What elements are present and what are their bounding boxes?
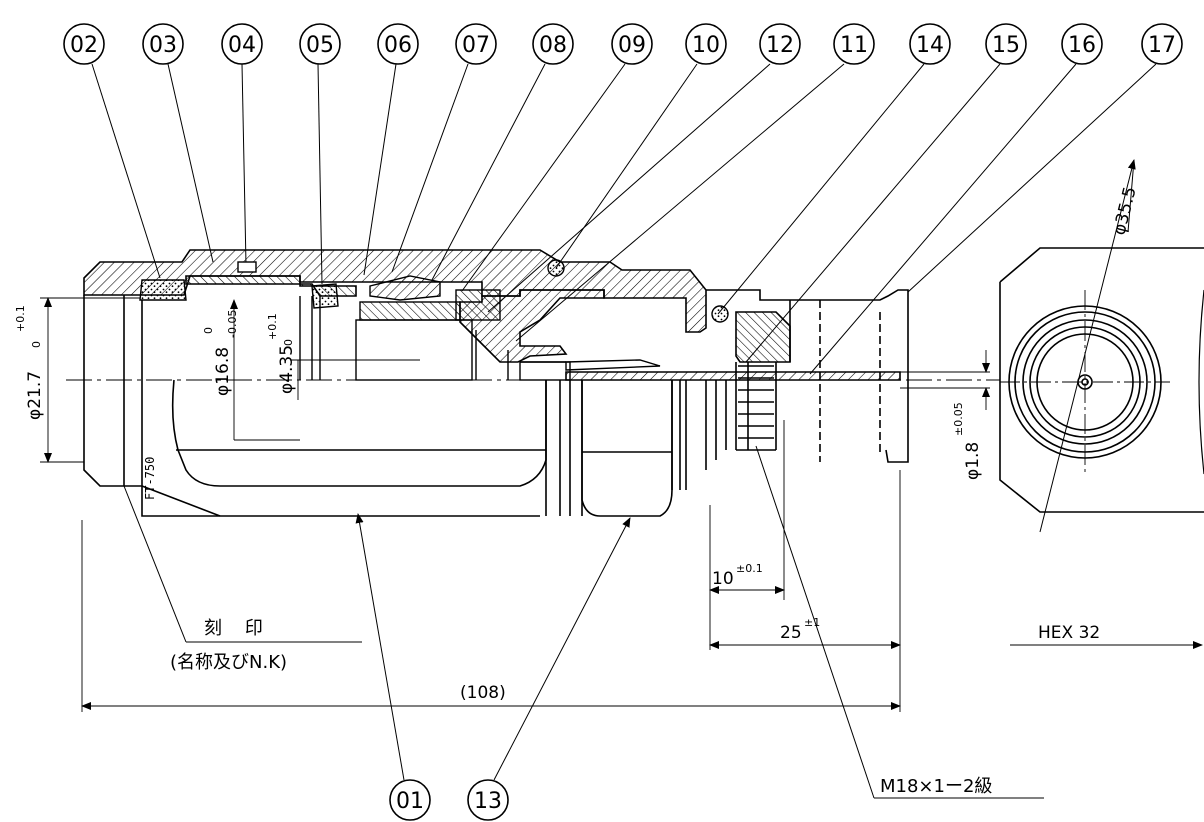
balloon-07-label: 07 bbox=[462, 33, 490, 58]
leader-lines-bottom bbox=[355, 513, 631, 781]
balloon-15 bbox=[985, 23, 1027, 65]
o-ring-14 bbox=[711, 305, 729, 323]
balloon-06-label: 06 bbox=[384, 33, 412, 58]
stamp-label: 刻 印 bbox=[204, 618, 263, 639]
balloon-08 bbox=[532, 23, 574, 65]
balloon-01 bbox=[389, 779, 431, 821]
balloon-17-label: 17 bbox=[1148, 33, 1176, 58]
seal-02 bbox=[139, 279, 187, 301]
dim-d435-value: φ4.35 bbox=[277, 345, 297, 394]
end-view bbox=[999, 159, 1204, 533]
dim-len10: 10 ±0.1 bbox=[712, 562, 763, 589]
balloon-13 bbox=[467, 779, 509, 821]
o-ring-10 bbox=[547, 259, 565, 277]
balloon-03-label: 03 bbox=[149, 33, 177, 58]
balloon-row-top bbox=[63, 23, 1183, 65]
balloon-05-label: 05 bbox=[306, 33, 334, 58]
dim-len108: (108) bbox=[460, 683, 506, 703]
dim-d16-lower: -0.05 bbox=[226, 310, 239, 338]
dim-d21-lower: 0 bbox=[30, 341, 43, 348]
body-lower bbox=[83, 295, 727, 517]
balloon-10 bbox=[685, 23, 727, 65]
balloon-07 bbox=[455, 23, 497, 65]
balloon-14-label: 14 bbox=[916, 33, 944, 58]
dim-lines-right bbox=[81, 350, 1203, 712]
dim-d18-value: φ1.8 bbox=[963, 442, 983, 480]
balloon-16-label: 16 bbox=[1068, 33, 1096, 58]
balloon-09 bbox=[611, 23, 653, 65]
dim-hex: HEX 32 bbox=[1038, 623, 1100, 643]
balloon-01-label: 01 bbox=[396, 789, 424, 814]
balloon-10-label: 10 bbox=[692, 33, 720, 58]
balloon-12-label: 12 bbox=[766, 33, 794, 58]
thread-note bbox=[755, 445, 1044, 799]
balloon-11 bbox=[833, 23, 875, 65]
dim-lines-left bbox=[40, 297, 420, 463]
dim-d435-upper: +0.1 bbox=[266, 313, 279, 340]
balloon-15-label: 15 bbox=[992, 33, 1020, 58]
dim-d16: φ16.8 0 -0.05 bbox=[202, 310, 239, 396]
balloon-03 bbox=[142, 23, 184, 65]
balloon-17 bbox=[1141, 23, 1183, 65]
valve-internals bbox=[299, 275, 661, 381]
engraving-text: FT-750 bbox=[143, 457, 157, 500]
dim-d21: φ21.7 +0.1 0 bbox=[14, 305, 45, 420]
balloon-09-label: 09 bbox=[618, 33, 646, 58]
balloon-16 bbox=[1061, 23, 1103, 65]
leader-lines-top bbox=[91, 63, 1157, 375]
dim-d435: φ4.35 +0.1 0 bbox=[266, 313, 297, 394]
balloon-14 bbox=[909, 23, 951, 65]
dim-d21-value: φ21.7 bbox=[25, 371, 45, 420]
balloon-11-label: 11 bbox=[840, 33, 868, 58]
balloon-02-label: 02 bbox=[70, 33, 98, 58]
retainer-04 bbox=[237, 261, 257, 273]
balloon-12 bbox=[759, 23, 801, 65]
dim-len25-tol: ±1 bbox=[804, 616, 820, 629]
thread-label: M18×1ー2級 bbox=[880, 776, 992, 797]
body-right bbox=[706, 289, 909, 463]
dim-len10-tol: ±0.1 bbox=[736, 562, 763, 575]
balloon-04-label: 04 bbox=[228, 33, 256, 58]
seal-elements bbox=[139, 259, 729, 323]
balloon-13-label: 13 bbox=[474, 789, 502, 814]
dim-d21-upper: +0.1 bbox=[14, 305, 27, 332]
seal-05 bbox=[311, 283, 339, 309]
dim-d435-lower: 0 bbox=[282, 339, 295, 346]
dim-d18: φ1.8 ±0.05 bbox=[952, 402, 983, 480]
balloon-08-label: 08 bbox=[539, 33, 567, 58]
balloon-02 bbox=[63, 23, 105, 65]
dim-d355: φ35.5 bbox=[1109, 185, 1140, 237]
dim-d16-value: φ16.8 bbox=[213, 347, 233, 396]
dim-d18-tol: ±0.05 bbox=[952, 402, 965, 436]
balloon-05 bbox=[299, 23, 341, 65]
balloon-06 bbox=[377, 23, 419, 65]
dim-d16-upper: 0 bbox=[202, 327, 215, 334]
dim-len25-value: 25 bbox=[780, 623, 802, 643]
balloon-row-bottom bbox=[389, 779, 509, 821]
stamp-note bbox=[123, 485, 362, 643]
dim-len10-value: 10 bbox=[712, 569, 734, 589]
stamp-sublabel: (名称及びN.K) bbox=[170, 652, 287, 673]
